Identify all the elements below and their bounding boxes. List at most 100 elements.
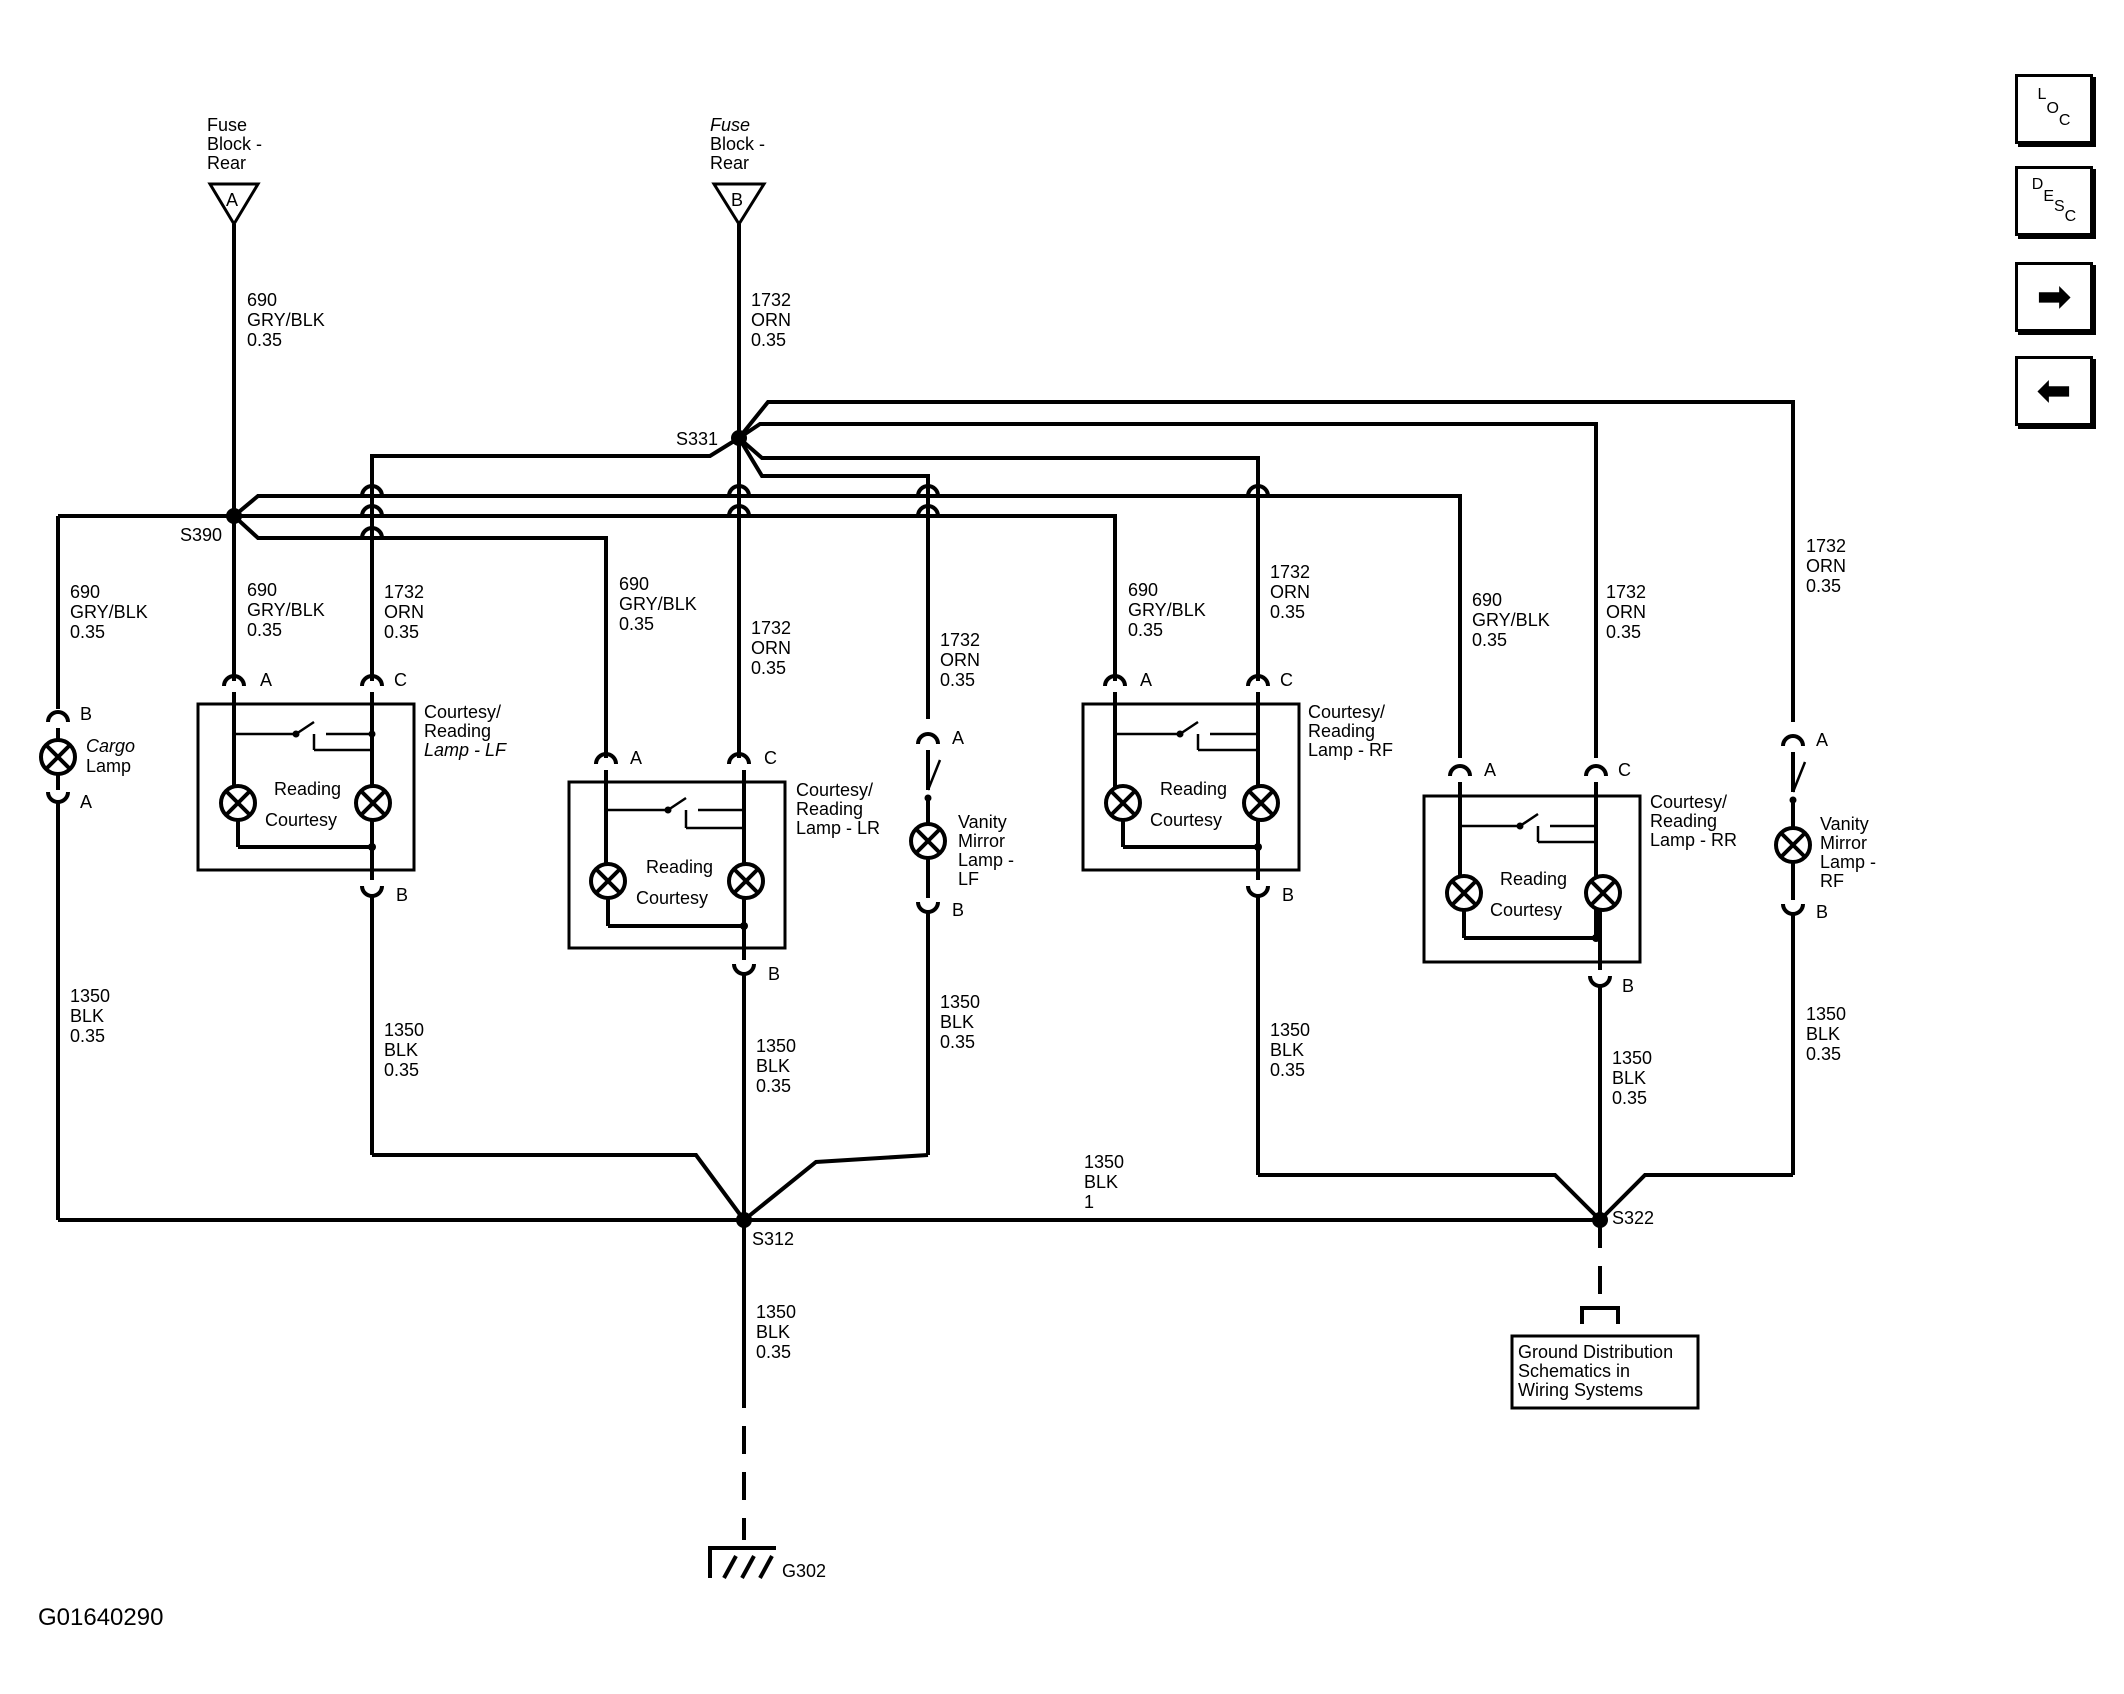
svg-text:0.35: 0.35 — [1606, 622, 1641, 642]
prev-page-button[interactable]: ⬅ — [2015, 356, 2093, 426]
fuse-b-label-line2: Block - — [710, 134, 765, 154]
fuse-b-label-line1: Fuse — [710, 115, 750, 135]
lamp-lr-label-line1: Courtesy/ — [796, 780, 873, 800]
svg-text:1350: 1350 — [1270, 1020, 1310, 1040]
courtesy-reading-lamp-lr: 690 GRY/BLK 0.35 1732 ORN 0.35 A C Readi… — [567, 574, 880, 1220]
splice-s390-label: S390 — [180, 525, 222, 545]
svg-text:1732: 1732 — [751, 290, 791, 310]
svg-text:B: B — [952, 900, 964, 920]
ground-box-line1[interactable]: Ground Distribution — [1518, 1342, 1673, 1362]
wire-label-fuse-b: 1732 ORN 0.35 — [751, 290, 791, 350]
lamp-lr-label-line3: Lamp - LR — [796, 818, 880, 838]
svg-text:690: 690 — [619, 574, 649, 594]
cargo-lamp-label-line2: Lamp — [86, 756, 131, 776]
arrow-right-icon: ➡ — [2037, 275, 2071, 319]
lamp-lf-label-line3: Lamp - LF — [424, 740, 507, 760]
vanity-lf-label-line1: Vanity — [958, 812, 1007, 832]
svg-text:A: A — [1140, 670, 1152, 690]
ground-box-line3[interactable]: Wiring Systems — [1518, 1380, 1643, 1400]
vanity-rf-label-line2: Mirror — [1820, 833, 1867, 853]
lamp-lf-label-line2: Reading — [424, 721, 491, 741]
lamp-rr-label-line3: Lamp - RR — [1650, 830, 1737, 850]
fuse-a-label-line1: Fuse — [207, 115, 247, 135]
svg-text:0.35: 0.35 — [247, 330, 282, 350]
vanity-rf-label-line1: Vanity — [1820, 814, 1869, 834]
lamp-rr-label-line2: Reading — [1650, 811, 1717, 831]
courtesy-reading-lamp-rf: 690 GRY/BLK 0.35 1732 ORN 0.35 A C Readi… — [1081, 562, 1393, 1175]
vanity-lf-label-line2: Mirror — [958, 831, 1005, 851]
svg-text:ORN: ORN — [751, 638, 791, 658]
lamp-rf-label-line1: Courtesy/ — [1308, 702, 1385, 722]
svg-text:0.35: 0.35 — [619, 614, 654, 634]
splice-s331-label: S331 — [676, 429, 718, 449]
svg-text:BLK: BLK — [384, 1040, 418, 1060]
svg-text:C: C — [1280, 670, 1293, 690]
vanity-mirror-lamp-rf: 1732 ORN 0.35 A Vanity Mirror Lamp - RF … — [1774, 536, 1876, 1175]
svg-text:1732: 1732 — [940, 630, 980, 650]
vanity-lf-label-line4: LF — [958, 869, 979, 889]
lamp-rf-label-line3: Lamp - RF — [1308, 740, 1393, 760]
svg-text:0.35: 0.35 — [247, 620, 282, 640]
vanity-mirror-lamp-lf: 1732 ORN 0.35 A Vanity Mirror Lamp - LF … — [909, 630, 1014, 1155]
svg-text:690: 690 — [1472, 590, 1502, 610]
fuse-a-label-line2: Block - — [207, 134, 262, 154]
ground-distribution-link-box[interactable] — [1510, 1334, 1700, 1410]
svg-text:BLK: BLK — [1806, 1024, 1840, 1044]
svg-text:A: A — [80, 792, 92, 812]
svg-text:GRY/BLK: GRY/BLK — [619, 594, 697, 614]
svg-text:0.35: 0.35 — [1128, 620, 1163, 640]
cargo-lamp-label-line1: Cargo — [86, 736, 135, 756]
svg-text:B: B — [1622, 976, 1634, 996]
svg-text:0.35: 0.35 — [1472, 630, 1507, 650]
svg-text:Courtesy: Courtesy — [265, 810, 337, 830]
wire-label-fuse-a: 690 GRY/BLK 0.35 — [247, 290, 325, 350]
loc-letter-o: O — [2046, 100, 2059, 117]
vanity-lf-label-line3: Lamp - — [958, 850, 1014, 870]
svg-text:1732: 1732 — [384, 582, 424, 602]
figure-id: G01640290 — [38, 1604, 164, 1631]
svg-text:A: A — [630, 748, 642, 768]
svg-text:ORN: ORN — [1270, 582, 1310, 602]
fuse-block-a: Fuse Block - Rear A — [207, 115, 262, 227]
svg-text:C: C — [394, 670, 407, 690]
svg-text:ORN: ORN — [1806, 556, 1846, 576]
ground-g302-label: G302 — [782, 1561, 826, 1581]
svg-text:0.35: 0.35 — [1270, 1060, 1305, 1080]
svg-text:Reading: Reading — [646, 857, 713, 877]
loc-button[interactable]: L O C — [2015, 74, 2093, 144]
svg-text:BLK: BLK — [70, 1006, 104, 1026]
svg-text:B: B — [768, 964, 780, 984]
svg-text:GRY/BLK: GRY/BLK — [1128, 600, 1206, 620]
svg-text:ORN: ORN — [1606, 602, 1646, 622]
svg-text:1732: 1732 — [751, 618, 791, 638]
svg-text:1732: 1732 — [1606, 582, 1646, 602]
lamp-lf-label-line1: Courtesy/ — [424, 702, 501, 722]
svg-text:B: B — [1282, 885, 1294, 905]
svg-text:0.35: 0.35 — [751, 658, 786, 678]
svg-text:GRY/BLK: GRY/BLK — [1472, 610, 1550, 630]
svg-text:BLK: BLK — [756, 1056, 790, 1076]
svg-text:Courtesy: Courtesy — [1490, 900, 1562, 920]
svg-text:GRY/BLK: GRY/BLK — [247, 600, 325, 620]
svg-text:0.35: 0.35 — [751, 330, 786, 350]
desc-letter-s: S — [2054, 198, 2065, 215]
svg-text:0.35: 0.35 — [384, 1060, 419, 1080]
svg-text:B: B — [396, 885, 408, 905]
svg-text:0.35: 0.35 — [70, 1026, 105, 1046]
ground-box-line2[interactable]: Schematics in — [1518, 1361, 1630, 1381]
crossover-hops — [360, 484, 1270, 539]
desc-letter-d: D — [2031, 176, 2044, 193]
svg-text:C: C — [1618, 760, 1631, 780]
svg-text:Courtesy: Courtesy — [1150, 810, 1222, 830]
svg-text:1350: 1350 — [1806, 1004, 1846, 1024]
feed-wires — [56, 224, 1795, 758]
desc-button[interactable]: D E S C — [2015, 166, 2093, 236]
ground-bus: S312 S322 1350 BLK 1 1350 BLK 0.35 G302 … — [58, 1152, 1793, 1581]
svg-text:0.35: 0.35 — [1612, 1088, 1647, 1108]
next-page-button[interactable]: ➡ — [2015, 262, 2093, 332]
svg-text:A: A — [1816, 730, 1828, 750]
svg-text:Reading: Reading — [1160, 779, 1227, 799]
svg-text:GRY/BLK: GRY/BLK — [247, 310, 325, 330]
svg-text:A: A — [1484, 760, 1496, 780]
desc-letter-c: C — [2064, 208, 2077, 225]
